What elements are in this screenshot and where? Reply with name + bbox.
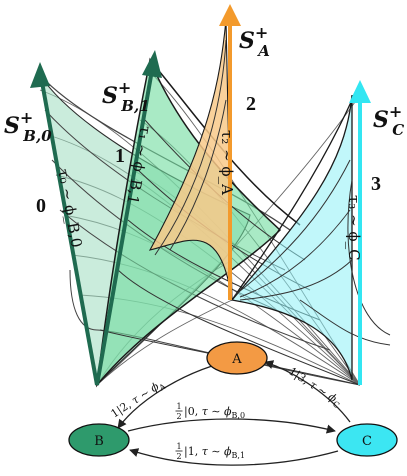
edge-b-to-c-frac-num: 1 (176, 402, 181, 411)
axis-b1-line (95, 69, 154, 386)
fan-c-curve (239, 209, 351, 298)
edge-a-to-b (117, 365, 213, 429)
axis-c-label-main: S (373, 107, 389, 133)
edge-b-to-c-text: |0, τ ∼ ϕB,0 (184, 405, 245, 420)
edge-c-to-a (264, 360, 351, 423)
axis-b1-label-main: S (102, 83, 118, 109)
edge-c-to-b-label: 1 2 |1, τ ∼ ϕB,1 (175, 442, 245, 461)
edge-b-to-c-frac-den: 2 (176, 412, 181, 421)
axis-b1-number: 1 (115, 145, 125, 167)
web-curve (96, 299, 233, 386)
edge-c-to-b-frac-den: 2 (176, 452, 181, 461)
fan-a-curve (154, 39, 227, 256)
axis-c-label-sub: C (392, 121, 404, 139)
fan-a-curve (169, 99, 227, 251)
axis-b1-label-sub: B,1 (120, 97, 149, 115)
axis-c-annotation: τ₃ ∼ ϕ_C (345, 195, 363, 261)
axis-b0 (30, 62, 99, 386)
node-c-label: C (362, 434, 372, 449)
axis-b1 (95, 50, 162, 386)
fan-c-curve (234, 159, 351, 296)
axis-a-label-sub: A (256, 42, 270, 60)
axis-a-arrowhead (219, 4, 241, 26)
axis-b0-label-sub: B,0 (22, 127, 52, 145)
node-b-label: B (94, 434, 104, 449)
axis-a-number: 2 (246, 93, 256, 115)
axis-b1-label: S+B,1 (102, 78, 150, 115)
axis-a-annotation: τ₂ ∼ ϕ_A (218, 130, 236, 195)
axis-a (219, 4, 241, 300)
node-a-label: A (231, 352, 242, 367)
axis-c (349, 80, 371, 385)
state-graph: A B C 1|2, τ ∼ ϕA 1|3, τ ∼ ϕC 1 2 |0, τ … (68, 341, 398, 466)
fan-c-curve (347, 179, 391, 336)
axis-b1-label-sup: + (118, 78, 131, 97)
axis-b0-label-main: S (4, 113, 20, 139)
axis-c-label: S+C (373, 102, 404, 139)
fan-c (230, 94, 391, 381)
axis-c-label-sup: + (389, 102, 402, 121)
axis-b1-arrowhead (142, 50, 162, 78)
edge-b-to-c-label: 1 2 |0, τ ∼ ϕB,0 (175, 402, 245, 421)
node-c: C (336, 423, 398, 457)
fan-c-curve (299, 299, 391, 346)
edge-c-to-b-frac-num: 1 (176, 442, 181, 451)
axis-a-label-main: S (239, 28, 255, 54)
axis-b0-arrowhead (30, 62, 50, 88)
edge-a-to-b-label: 1|2, τ ∼ ϕA (109, 377, 168, 423)
edge-c-to-b (129, 448, 339, 466)
edge-c-to-a-label: 1|3, τ ∼ ϕC (285, 365, 344, 411)
axis-a-label-sup: + (255, 23, 268, 42)
axis-b0-number: 0 (36, 195, 46, 217)
fan-a (148, 19, 233, 301)
node-b: B (68, 423, 130, 457)
axis-a-label: S+A (239, 23, 270, 60)
axis-c-number: 3 (371, 173, 381, 195)
fan-c-curve (231, 99, 353, 301)
fan-b1-curve (117, 269, 361, 386)
axis-c-arrowhead (349, 80, 371, 103)
node-c-shape (336, 423, 398, 457)
axis-b0-label: S+B,0 (4, 108, 52, 145)
axis-b0-line (40, 81, 99, 386)
node-a: A (206, 341, 268, 375)
fan-c-curve (239, 259, 353, 301)
edge-c-to-b-text: |1, τ ∼ ϕB,1 (184, 445, 245, 460)
node-b-shape (68, 423, 130, 457)
node-a-shape (206, 341, 268, 375)
axis-b0-label-sup: + (20, 108, 33, 127)
edge-b-to-c (127, 418, 336, 434)
